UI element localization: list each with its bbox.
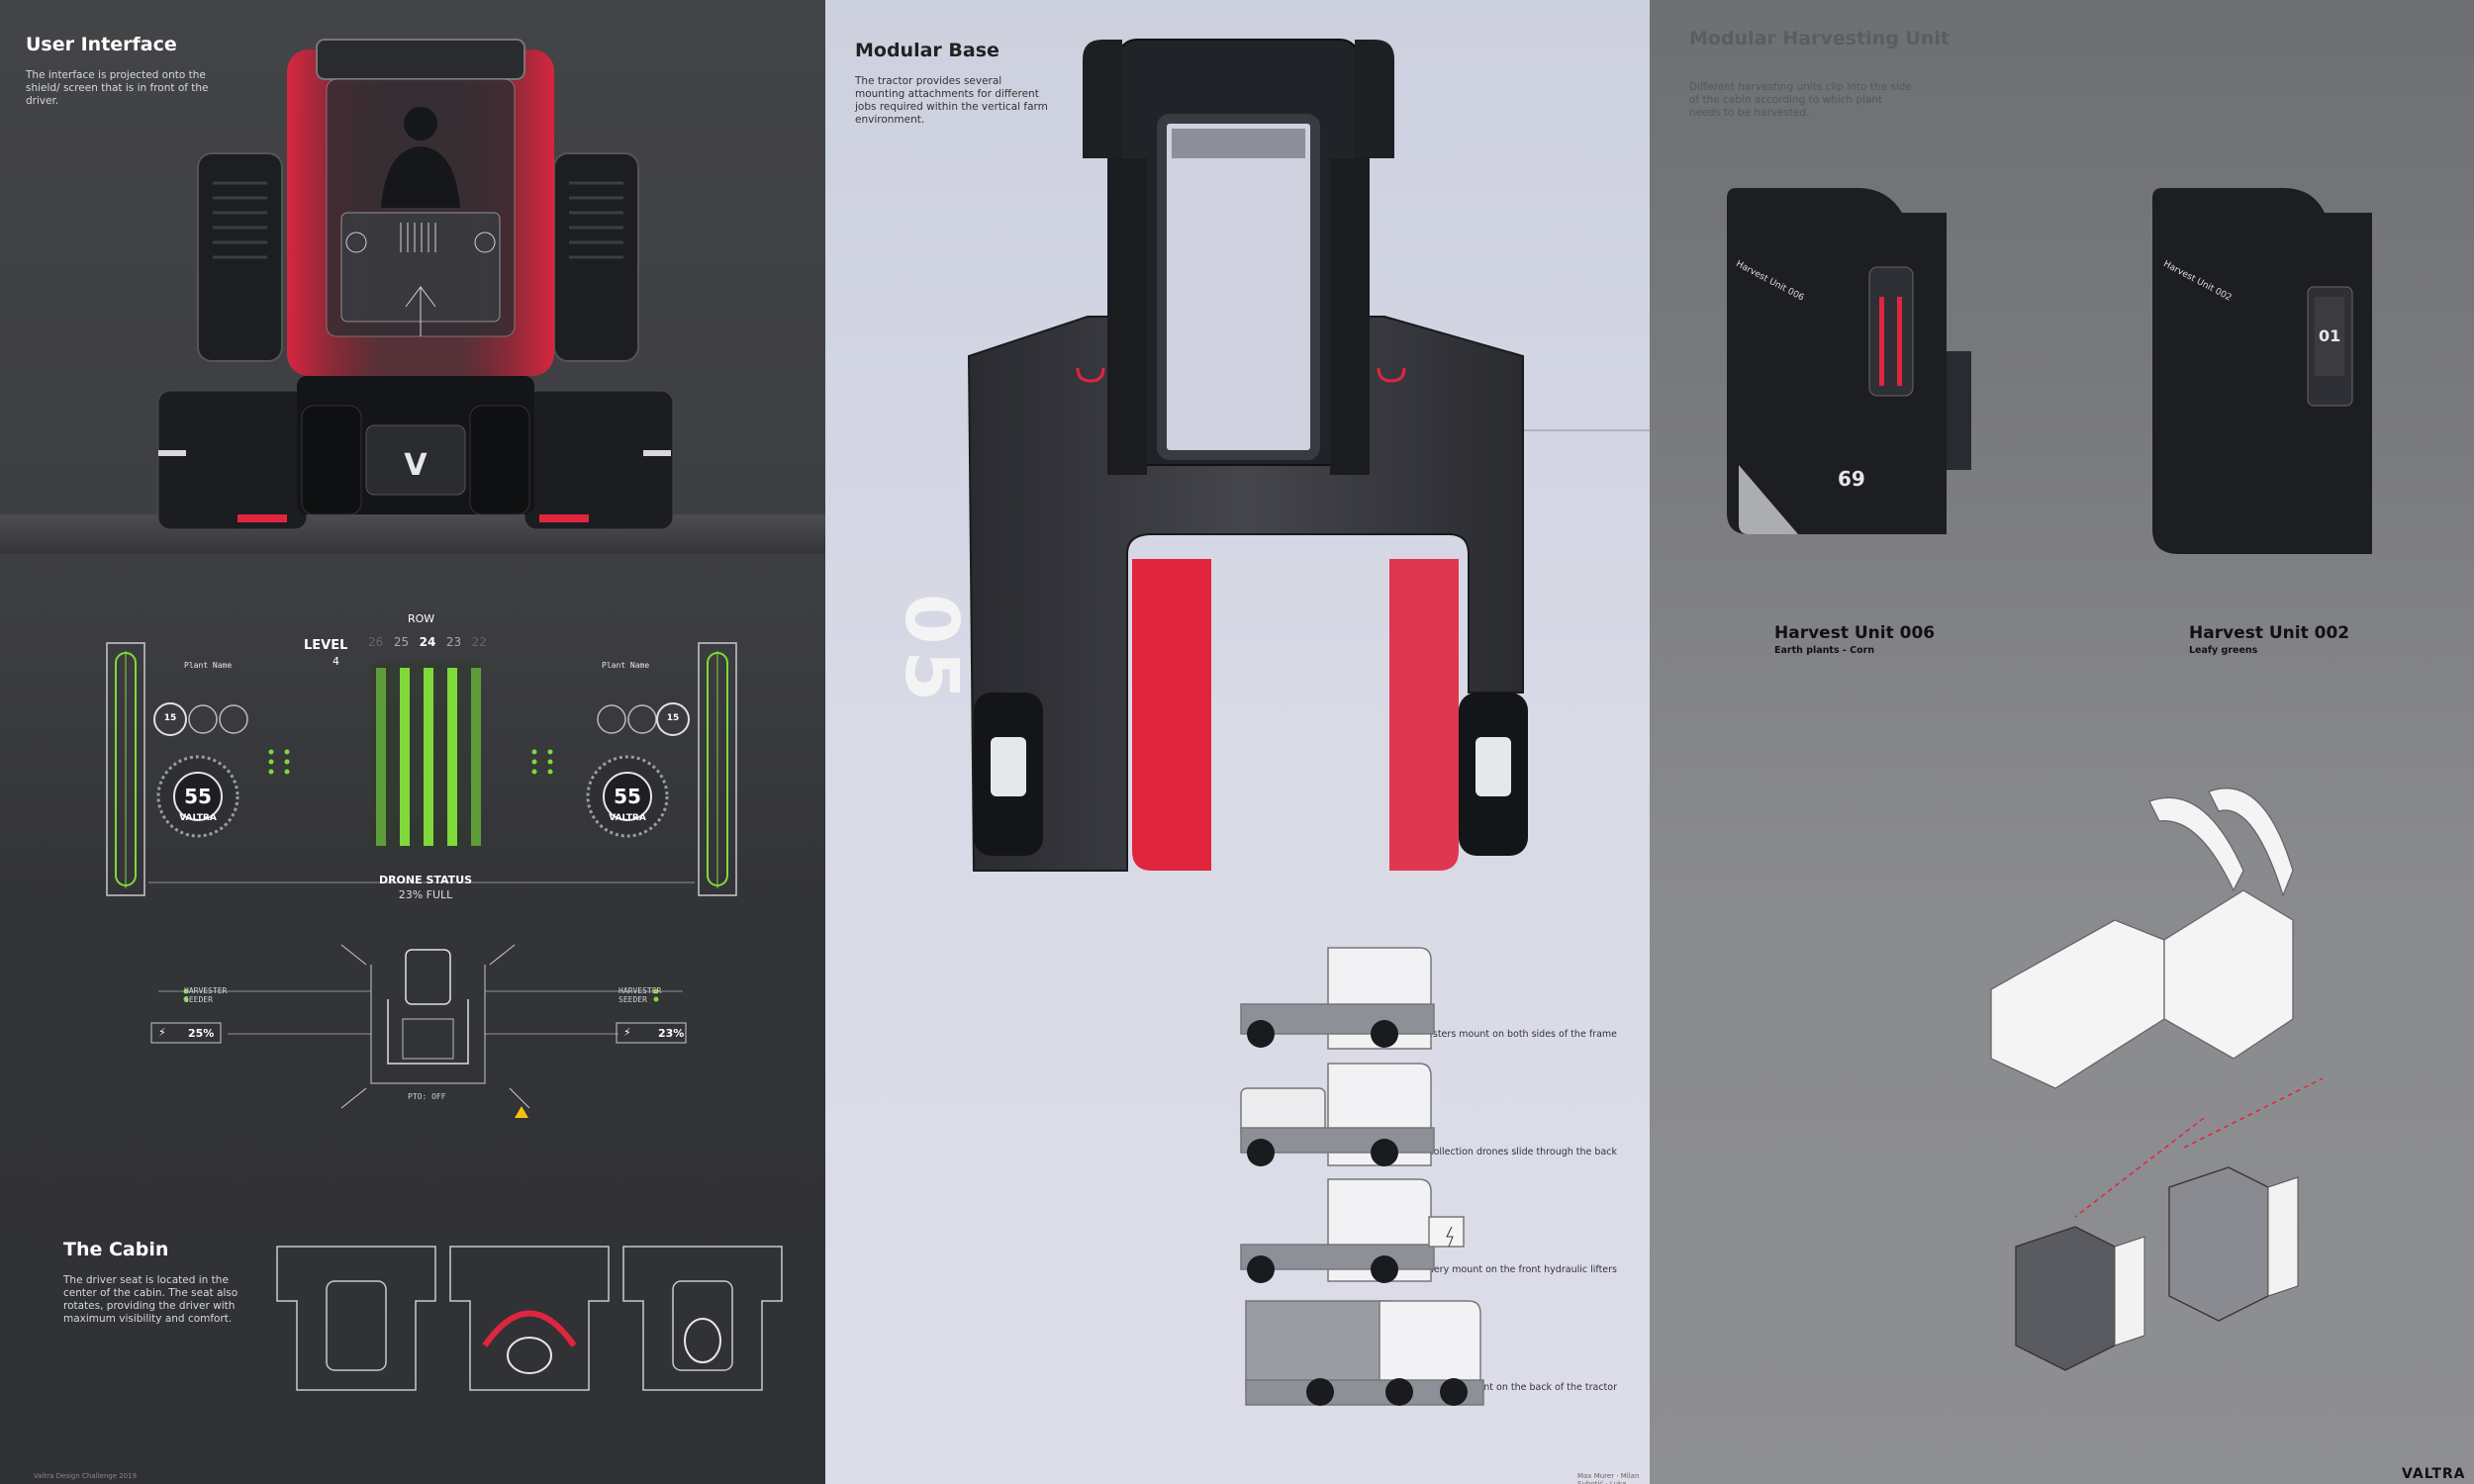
big-gauge-right-value: 55 — [614, 785, 641, 808]
unit-006-number: 69 — [1838, 467, 1865, 491]
row-bars — [371, 663, 481, 851]
row-number: 23 — [445, 635, 462, 649]
user-interface-panel: User Interface The interface is projecte… — [0, 0, 825, 1484]
brand-left: VALTRA — [179, 813, 217, 823]
row-numbers: 26 25 24 23 22 — [368, 635, 487, 649]
harvest-section-description: Different harvesting units clip into the… — [1689, 81, 1912, 119]
unit-002-title: Harvest Unit 002 — [2189, 623, 2350, 643]
harvest-section-title: Modular Harvesting Unit — [1689, 28, 1950, 49]
left-plant-name: Plant Name — [184, 661, 233, 670]
row-number: 25 — [393, 635, 410, 649]
battery-right-icon: ⚡ — [623, 1026, 631, 1039]
ui-section-description: The interface is projected onto the shie… — [26, 69, 209, 107]
small-gauge-right-value: 15 — [666, 713, 680, 723]
base-section-description: The tractor provides several mounting at… — [855, 75, 1048, 126]
row-number: 22 — [471, 635, 487, 649]
down-arrow-gauge-icon — [188, 704, 218, 734]
battery-left-value: 25% — [188, 1027, 215, 1040]
small-gauge-left-value: 15 — [163, 713, 177, 723]
right-plant-name: Plant Name — [602, 661, 650, 670]
battery-right-value: 23% — [658, 1027, 685, 1040]
mount-side-views — [1240, 947, 1484, 1406]
unit-006-subtitle: Earth plants - Corn — [1774, 645, 1875, 656]
footer-left: Valtra Design Challenge 2019 — [34, 1472, 138, 1480]
seeder-label-right: SEEDER — [618, 995, 647, 1004]
tractor-front-render: V — [0, 39, 825, 554]
footer-right: Max Murer · Milan Subotić · Luka Martić — [1577, 1472, 1640, 1484]
level-label: LEVEL — [304, 638, 348, 653]
unit-006-title: Harvest Unit 006 — [1774, 623, 1936, 643]
tractor-top-render — [967, 39, 1650, 872]
level-value: 4 — [333, 655, 339, 668]
up-arrow-gauge-icon — [219, 704, 248, 734]
harvest-unit-renders — [1727, 188, 2372, 1371]
vehicle-badge: V — [404, 448, 428, 483]
cabin-section-description: The driver seat is located in the center… — [63, 1274, 238, 1325]
unit-002-subtitle: Leafy greens — [2189, 645, 2258, 656]
battery-left-icon: ⚡ — [158, 1026, 166, 1039]
harvester-label-left: HARVESTER — [184, 986, 228, 995]
seeder-label-left: SEEDER — [184, 995, 213, 1004]
hud-tractor-diagram — [150, 944, 687, 1118]
ui-section-title: User Interface — [26, 34, 177, 55]
drone-status-label: DRONE STATUS — [378, 874, 473, 886]
modular-base-panel: Modular Base The tractor provides severa… — [825, 0, 1650, 1484]
footer-brand: VALTRA — [2402, 1466, 2466, 1482]
hud-left-cluster — [106, 642, 737, 896]
harvester-label-right: HARVESTER — [618, 986, 662, 995]
brand-right: VALTRA — [609, 813, 646, 823]
mount-caption-1: The harvesters mount on both sides of th… — [1384, 1029, 1617, 1040]
cabin-wireframes — [276, 1246, 783, 1391]
mount-caption-3: Heavy machinery mount on the front hydra… — [1366, 1264, 1617, 1275]
warning-icon — [515, 1106, 528, 1118]
mount-caption-2: The collection drones slide through the … — [1407, 1147, 1617, 1158]
pto-status: PTO: OFF — [408, 1092, 446, 1101]
lightning-icon — [1446, 1226, 1454, 1248]
base-section-title: Modular Base — [855, 40, 999, 61]
row-number: 26 — [368, 635, 384, 649]
unit-002-number: 01 — [2319, 326, 2341, 345]
small-gauge-icon — [153, 702, 187, 736]
row-label: ROW — [408, 612, 435, 625]
drone-status-value: 23% FULL — [398, 888, 453, 901]
vehicle-number: 05 — [889, 594, 974, 707]
big-gauge-left-value: 55 — [184, 785, 212, 808]
row-number-current: 24 — [419, 635, 436, 649]
cabin-section-title: The Cabin — [63, 1239, 169, 1260]
harvesting-unit-panel: Modular Harvesting Unit Different harves… — [1650, 0, 2474, 1484]
